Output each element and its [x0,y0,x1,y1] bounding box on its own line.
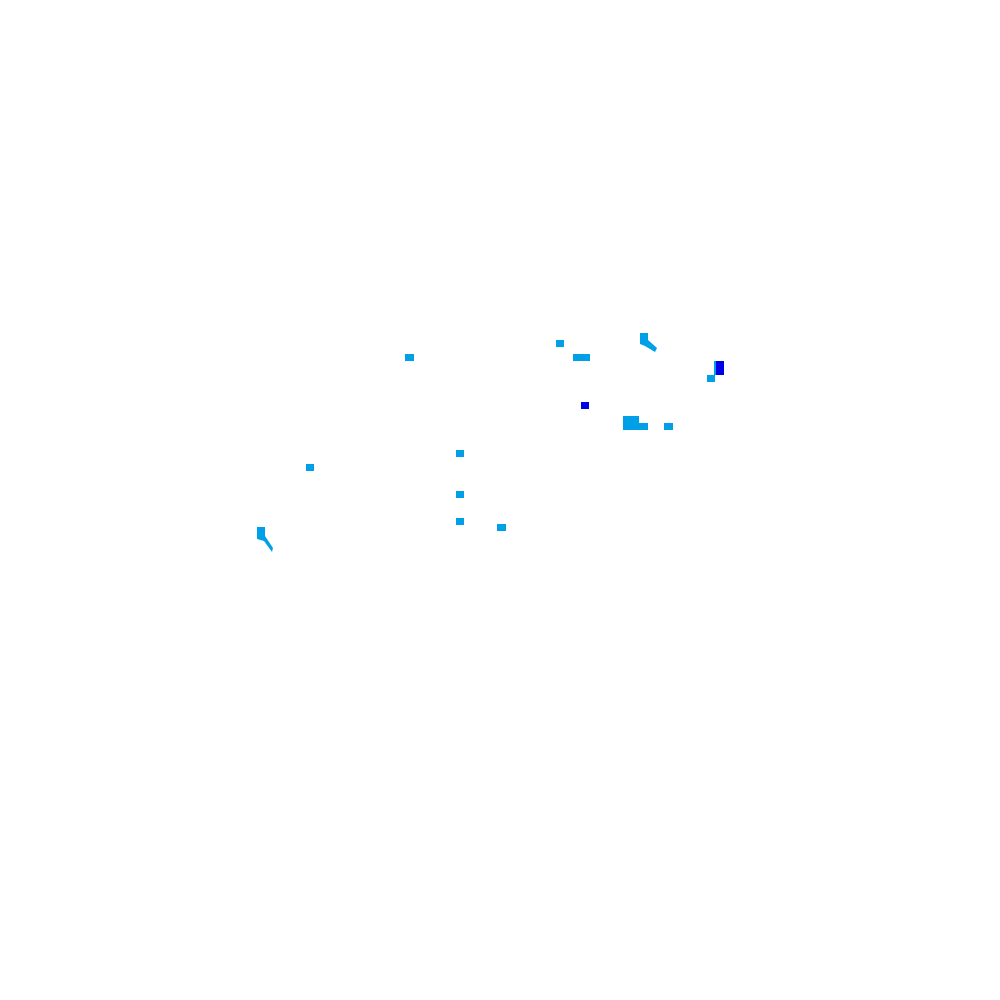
map-marker [456,518,464,525]
dark-blue-markers [581,361,724,409]
map-marker [497,524,506,531]
map-marker [556,340,564,347]
light-blue-markers [257,333,716,552]
map-marker [405,354,414,361]
map-marker [664,423,665,424]
map-marker [456,491,464,498]
map-marker [306,464,314,471]
map-marker [664,423,673,430]
map-marker-streak [640,333,657,352]
map-marker [581,402,589,409]
map-marker [623,416,639,430]
map-marker [714,361,716,375]
map-marker [456,450,464,457]
map-marker [639,423,648,430]
map-marker [707,375,715,382]
map-marker [716,361,724,375]
map-marker [573,354,590,361]
map-marker-streak [257,527,273,552]
